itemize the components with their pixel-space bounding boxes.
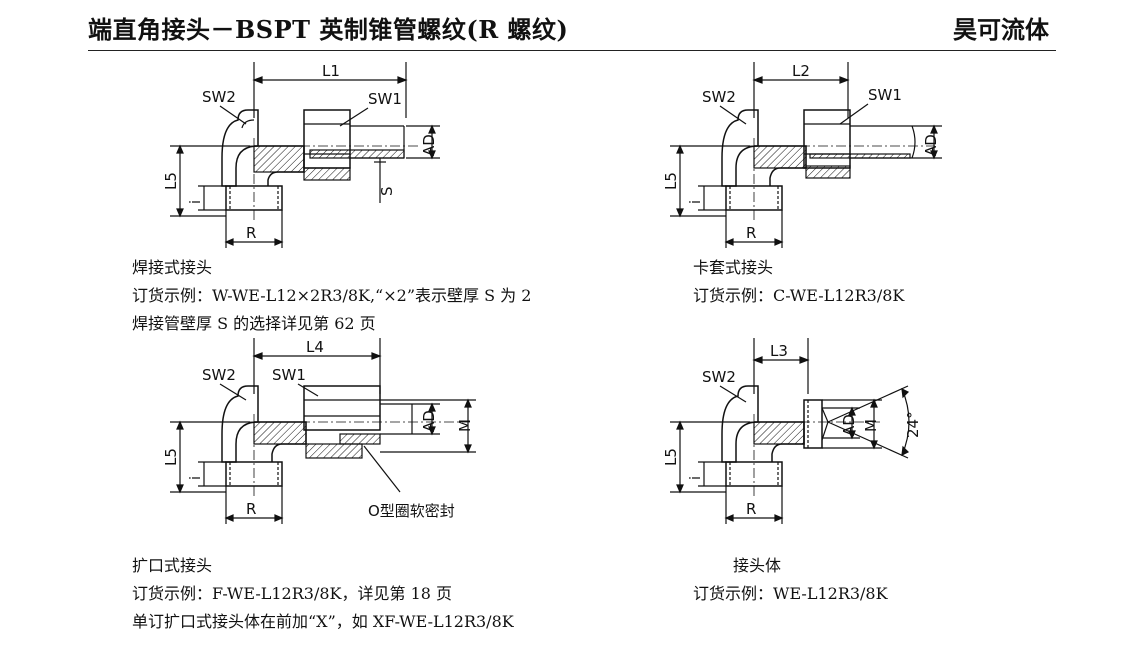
welding-order-example: 订货示例：W-WE-L12×2R3/8K,“×2”表示壁厚 S 为 2 xyxy=(132,286,532,305)
page-title: 端直角接头－BSPT 英制锥管螺纹(R 螺纹) xyxy=(88,15,569,44)
body-caption: 接头体 订货示例：WE-L12R3/8K xyxy=(693,552,888,608)
l5-label: L5 xyxy=(162,172,180,190)
l5-label: L5 xyxy=(662,172,680,190)
i-label: i xyxy=(688,476,704,480)
sw2-label: SW2 xyxy=(702,88,736,106)
sw2-label: SW2 xyxy=(202,88,236,106)
sw1-label: SW1 xyxy=(868,86,902,104)
body-fitting-drawing: L3 AD M 24° SW2 L5 i R xyxy=(662,338,922,524)
i-label: i xyxy=(188,476,204,480)
s-label: S xyxy=(378,186,396,196)
flare-order-example: 订货示例：F-WE-L12R3/8K，详见第 18 页 xyxy=(132,584,453,603)
brand-name: 昊可流体 xyxy=(953,15,1049,44)
r-label: R xyxy=(246,500,256,518)
ferrule-fitting-drawing: L2 AD SW2 SW1 L5 i R xyxy=(662,62,942,248)
r-label: R xyxy=(746,500,756,518)
l5-label: L5 xyxy=(662,448,680,466)
welding-fitting-drawing: L1 AD S SW2 SW1 L5 i R xyxy=(162,62,440,248)
angle-label: 24° xyxy=(904,411,922,438)
flare-fitting-drawing: L4 AD M SW2 SW1 O型圈软密封 L5 i R xyxy=(162,338,476,524)
flare-title: 扩口式接头 xyxy=(132,556,213,575)
length-label: L2 xyxy=(792,62,810,80)
i-label: i xyxy=(188,200,204,204)
ferrule-order-example: 订货示例：C-WE-L12R3/8K xyxy=(693,286,905,305)
ad-label: AD xyxy=(840,414,858,436)
i-label: i xyxy=(688,200,704,204)
length-label: L3 xyxy=(770,342,788,360)
ferrule-caption: 卡套式接头 订货示例：C-WE-L12R3/8K xyxy=(693,254,904,310)
flare-caption: 扩口式接头 订货示例：F-WE-L12R3/8K，详见第 18 页 单订扩口式接… xyxy=(132,552,514,636)
m-label: M xyxy=(456,419,474,432)
body-title: 接头体 xyxy=(733,556,782,575)
flare-note: 单订扩口式接头体在前加“X”，如 XF-WE-L12R3/8K xyxy=(132,612,514,631)
ad-label: AD xyxy=(420,134,438,156)
r-label: R xyxy=(246,224,256,242)
sw2-label: SW2 xyxy=(202,366,236,384)
welding-caption: 焊接式接头 订货示例：W-WE-L12×2R3/8K,“×2”表示壁厚 S 为 … xyxy=(132,254,531,338)
sw1-label: SW1 xyxy=(272,366,306,384)
ferrule-title: 卡套式接头 xyxy=(693,258,774,277)
ad-label: AD xyxy=(420,410,438,432)
length-label: L1 xyxy=(322,62,340,80)
welding-title: 焊接式接头 xyxy=(132,258,213,277)
m-label: M xyxy=(862,419,880,432)
ad-label: AD xyxy=(922,134,940,156)
body-order-example: 订货示例：WE-L12R3/8K xyxy=(693,584,888,603)
l5-label: L5 xyxy=(162,448,180,466)
header-divider xyxy=(88,50,1056,51)
r-label: R xyxy=(746,224,756,242)
length-label: L4 xyxy=(306,338,324,356)
welding-note: 焊接管壁厚 S 的选择详见第 62 页 xyxy=(132,314,376,333)
seal-label: O型圈软密封 xyxy=(368,502,455,520)
sw2-label: SW2 xyxy=(702,368,736,386)
sw1-label: SW1 xyxy=(368,90,402,108)
